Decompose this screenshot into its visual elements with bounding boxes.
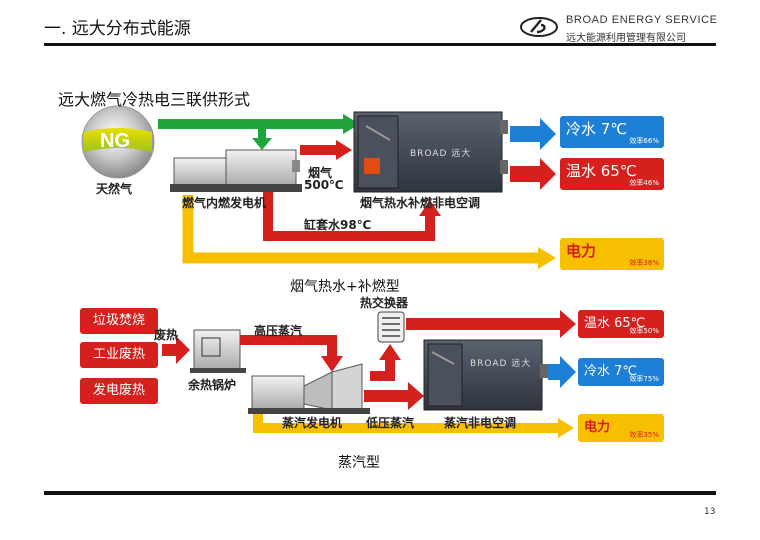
hp-steam-label: 高压蒸汽 bbox=[254, 324, 303, 338]
natural-gas-label: 天然气 bbox=[96, 182, 133, 196]
engine-label: 燃气内燃发电机 bbox=[182, 196, 267, 210]
waste-heat-label: 废热 bbox=[154, 328, 179, 342]
flue-gas-label: 烟气 bbox=[308, 166, 333, 180]
section2-caption: 蒸汽型 bbox=[338, 455, 380, 471]
page-title: 一. 远大分布式能源 bbox=[44, 19, 191, 39]
brand-name-cn: 远大能源利用管理有限公司 bbox=[566, 33, 686, 44]
chiller1-brand: BROAD 远大 bbox=[410, 149, 472, 159]
electricity-flow-arrow-1 bbox=[182, 195, 540, 264]
heat-exchanger-label: 热交换器 bbox=[360, 296, 409, 310]
section1-subtitle: 远大燃气冷热电三联供形式 bbox=[58, 90, 251, 109]
steam-turbine-generator-icon bbox=[248, 363, 370, 414]
page-number: 13 bbox=[704, 507, 716, 517]
output-electricity-1: 电力效率38% bbox=[560, 238, 664, 270]
heat-exchanger-icon bbox=[377, 311, 405, 343]
waste-heat-boiler-icon bbox=[190, 329, 246, 373]
turbine-label: 蒸汽发电机 bbox=[282, 416, 343, 430]
section1-caption: 烟气热水+补燃型 bbox=[290, 279, 400, 295]
source-industrial-waste-heat: 工业废热 bbox=[80, 342, 158, 368]
header-rule bbox=[44, 43, 716, 46]
boiler-label: 余热锅炉 bbox=[188, 378, 237, 392]
source-power-waste-heat: 发电废热 bbox=[80, 378, 158, 404]
chiller2-label: 蒸汽非电空调 bbox=[444, 416, 517, 430]
absorption-chiller-1-icon bbox=[353, 111, 508, 193]
gas-to-engine-head bbox=[252, 138, 272, 150]
electricity-arrow-head-1 bbox=[538, 247, 556, 269]
output-electricity-2: 电力效率35% bbox=[578, 414, 664, 442]
jacket-water-label: 缸套水98℃ bbox=[304, 218, 372, 232]
gas-arrow-head bbox=[343, 114, 360, 134]
chiller2-brand: BROAD 远大 bbox=[470, 359, 532, 369]
footer-rule bbox=[44, 491, 716, 495]
source-garbage-incineration: 垃圾焚烧 bbox=[80, 308, 158, 334]
broad-logo-icon bbox=[520, 17, 558, 37]
gas-engine-generator-icon bbox=[170, 149, 302, 192]
lp-steam-label: 低压蒸汽 bbox=[366, 416, 415, 430]
chiller1-label: 烟气热水补燃非电空调 bbox=[360, 196, 481, 210]
ng-badge-label: NG bbox=[100, 130, 130, 152]
flue-temp-label: 500℃ bbox=[304, 178, 344, 192]
brand-name-en: BROAD ENERGY SERVICE bbox=[566, 14, 718, 26]
absorption-chiller-2-icon bbox=[423, 339, 548, 411]
